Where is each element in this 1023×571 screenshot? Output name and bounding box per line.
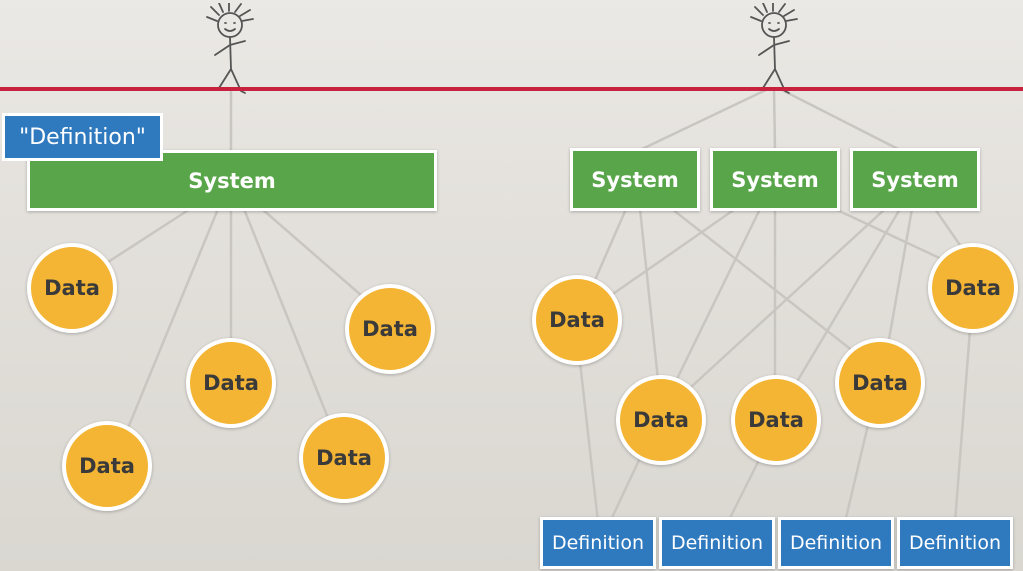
left-system-box[interactable]: System	[27, 150, 437, 211]
connector	[126, 207, 220, 430]
definition-box[interactable]: Definition	[778, 517, 894, 569]
boundary-line	[0, 87, 1023, 91]
data-node[interactable]: Data	[186, 338, 276, 428]
connector	[260, 207, 364, 298]
connector	[673, 207, 762, 385]
connector	[578, 360, 600, 524]
definition-box[interactable]: Definition	[659, 517, 775, 569]
right-system-box[interactable]: System	[850, 148, 980, 211]
right-system-box[interactable]: System	[570, 148, 700, 211]
connector	[793, 207, 902, 387]
right-system-box[interactable]: System	[710, 148, 840, 211]
connector	[688, 207, 887, 390]
stick-figure-icon	[750, 3, 798, 94]
data-node[interactable]: Data	[731, 375, 821, 465]
connector	[106, 207, 192, 264]
connector	[886, 207, 914, 347]
data-node[interactable]: Data	[345, 284, 435, 374]
connector	[833, 207, 950, 264]
data-node[interactable]: Data	[835, 338, 925, 428]
connector	[772, 86, 777, 152]
connector	[953, 328, 972, 524]
connector	[608, 207, 737, 298]
data-node[interactable]: Data	[299, 413, 389, 503]
connector	[242, 207, 330, 420]
connector	[843, 423, 870, 524]
connector	[776, 86, 902, 152]
definition-tag[interactable]: "Definition"	[2, 113, 163, 161]
connector	[638, 207, 660, 382]
connector	[933, 207, 964, 250]
data-node[interactable]: Data	[616, 375, 706, 465]
stick-figure-icon	[206, 3, 254, 94]
connector	[593, 207, 628, 282]
data-node[interactable]: Data	[27, 243, 117, 333]
connector	[608, 456, 642, 524]
definition-box[interactable]: Definition	[897, 517, 1013, 569]
connector	[726, 456, 762, 524]
connector	[638, 86, 772, 152]
data-node[interactable]: Data	[928, 243, 1018, 333]
data-node[interactable]: Data	[62, 421, 152, 511]
definition-box[interactable]: Definition	[540, 517, 656, 569]
data-node[interactable]: Data	[532, 275, 622, 365]
